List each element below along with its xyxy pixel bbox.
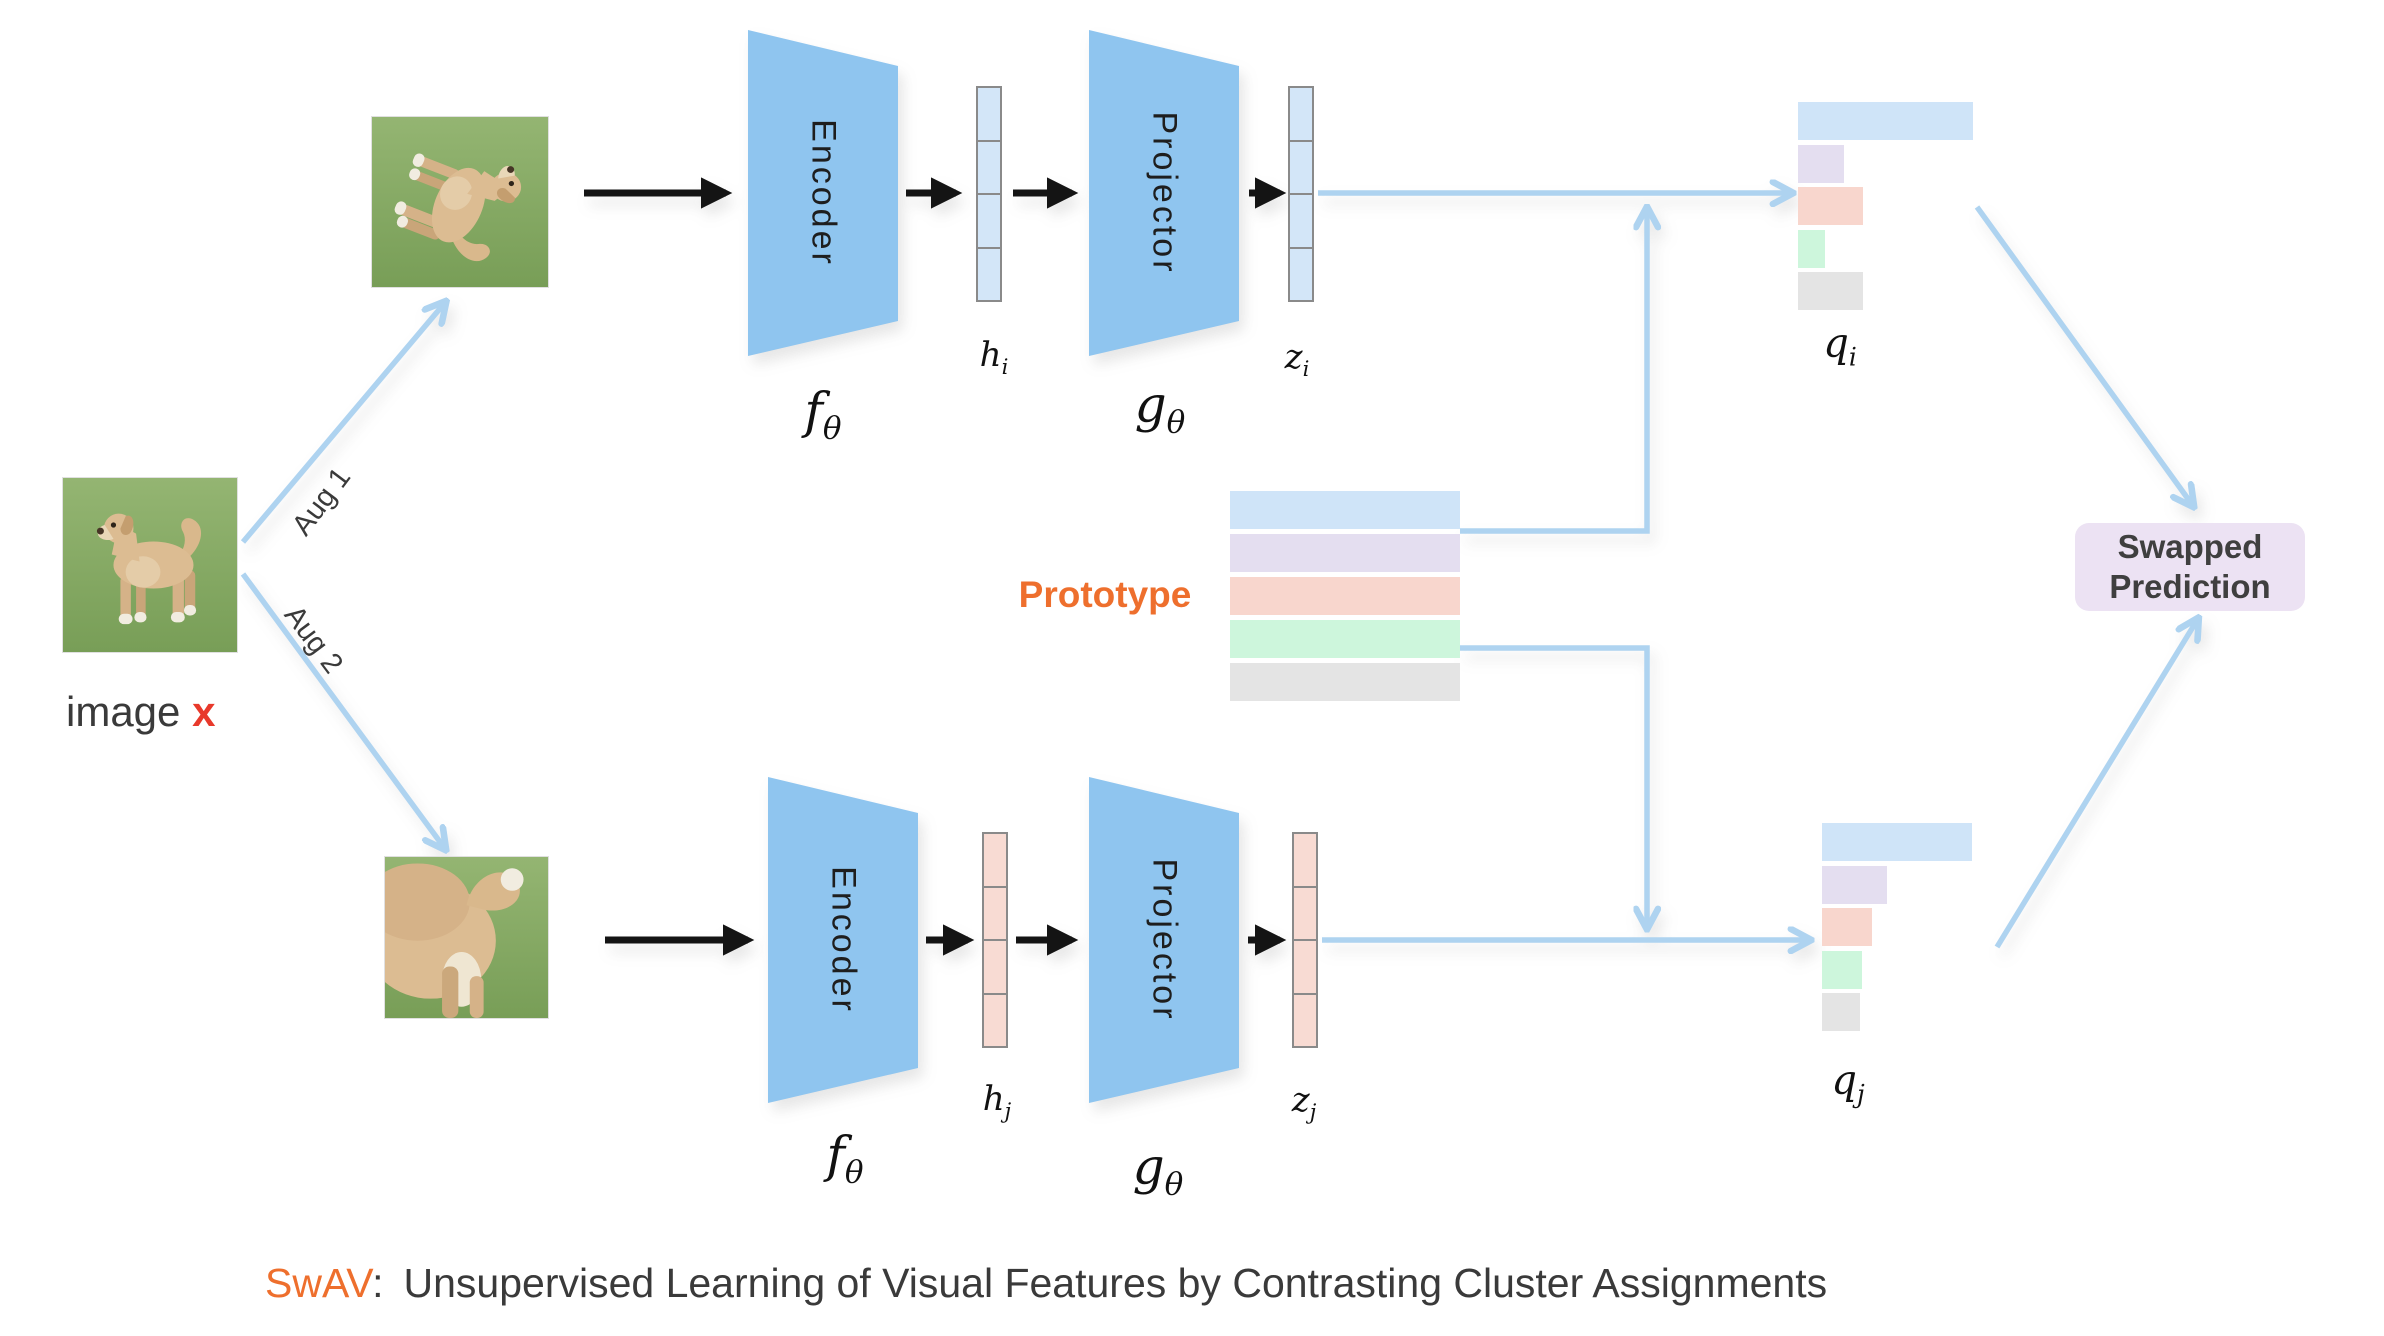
arrow-qj-to-swapped	[1994, 622, 2196, 949]
vector-cell	[982, 832, 1008, 888]
z-i-label: zi	[1284, 337, 1310, 381]
q-j-label: qj	[1831, 1057, 1865, 1109]
f-theta-label-bottom: fθ	[826, 1125, 864, 1191]
prototype-label: Prototype	[1018, 574, 1192, 615]
image-x-label: image x	[66, 688, 215, 736]
swapped-prediction-box: Swapped Prediction	[2075, 523, 2305, 611]
vector-cell	[1292, 832, 1318, 888]
prototype-row-gray	[1230, 663, 1460, 701]
assignment-bar-gray	[1798, 272, 1863, 310]
arrow-prototype-to-qj	[1460, 645, 1647, 924]
arrow-qi-to-swapped	[1974, 205, 2191, 503]
vector-cell	[1288, 246, 1314, 302]
h-i-vector	[976, 86, 1002, 302]
vector-cell	[982, 992, 1008, 1048]
swapped-line2: Prediction	[2109, 568, 2271, 605]
encoder-label-top: Encoder	[804, 119, 843, 267]
vector-cell	[1292, 992, 1318, 1048]
projector-block-top	[1089, 30, 1239, 356]
vector-cell	[976, 193, 1002, 249]
assignment-bar-purple	[1798, 144, 1844, 183]
projector-label-top: Projector	[1145, 111, 1184, 275]
arrow-aug1-branch	[240, 305, 443, 544]
encoder-block-bottom	[768, 777, 918, 1103]
arrow-prototype-to-qi	[1460, 212, 1647, 534]
caption-method-name: SwAV	[265, 1260, 373, 1306]
prototype-row-blue	[1230, 491, 1460, 529]
z-j-vector	[1292, 832, 1318, 1048]
z-i-vector	[1288, 86, 1314, 302]
vector-cell	[1288, 86, 1314, 142]
figure-caption: SwAV: Unsupervised Learning of Visual Fea…	[265, 1260, 1827, 1307]
z-j-label: zj	[1291, 1080, 1317, 1124]
h-j-vector	[982, 832, 1008, 1048]
encoder-label-bottom: Encoder	[824, 866, 863, 1014]
assignment-bar-gray	[1822, 993, 1860, 1031]
vector-cell	[976, 139, 1002, 195]
assignment-bar-blue	[1798, 102, 1973, 140]
q-j-histogram	[1822, 823, 1972, 1036]
source-dog-photo	[62, 477, 238, 653]
projector-block-bottom	[1089, 777, 1239, 1103]
swapped-line1: Swapped	[2117, 528, 2263, 566]
prototype-bank	[1230, 491, 1460, 706]
vector-cell	[1288, 193, 1314, 249]
prototype-row-purple	[1230, 534, 1460, 572]
encoder-block-top	[748, 30, 898, 356]
caption-text: Unsupervised Learning of Visual Features…	[403, 1260, 1828, 1306]
g-theta-label-bottom: gθ	[1132, 1137, 1184, 1203]
h-j-label: hj	[982, 1079, 1012, 1123]
assignment-bar-green	[1822, 950, 1862, 989]
assignment-bar-green	[1798, 229, 1825, 268]
prototype-row-green	[1230, 620, 1460, 658]
caption-separator: :	[372, 1260, 384, 1306]
assignment-bar-blue	[1822, 823, 1972, 861]
vector-cell	[1292, 885, 1318, 941]
augmented-view-1-photo	[371, 116, 549, 288]
arrow-aug2-branch	[240, 572, 443, 846]
projector-label-bottom: Projector	[1145, 858, 1184, 1022]
h-i-label: hi	[979, 335, 1009, 379]
image-x-variable: x	[192, 688, 216, 735]
assignment-bar-purple	[1822, 865, 1887, 904]
q-i-histogram	[1798, 102, 1973, 315]
vector-cell	[976, 86, 1002, 142]
vector-cell	[982, 885, 1008, 941]
g-theta-label-top: gθ	[1134, 375, 1186, 441]
vector-cell	[1288, 139, 1314, 195]
assignment-bar-pink	[1798, 187, 1863, 225]
f-theta-label-top: fθ	[804, 381, 842, 447]
prototype-row-pink	[1230, 577, 1460, 615]
vector-cell	[982, 939, 1008, 995]
assignment-bar-pink	[1822, 908, 1872, 946]
vector-cell	[976, 246, 1002, 302]
image-word: image	[66, 688, 181, 735]
q-i-label: qi	[1823, 320, 1857, 372]
vector-cell	[1292, 939, 1318, 995]
augmented-view-2-photo	[384, 856, 549, 1019]
